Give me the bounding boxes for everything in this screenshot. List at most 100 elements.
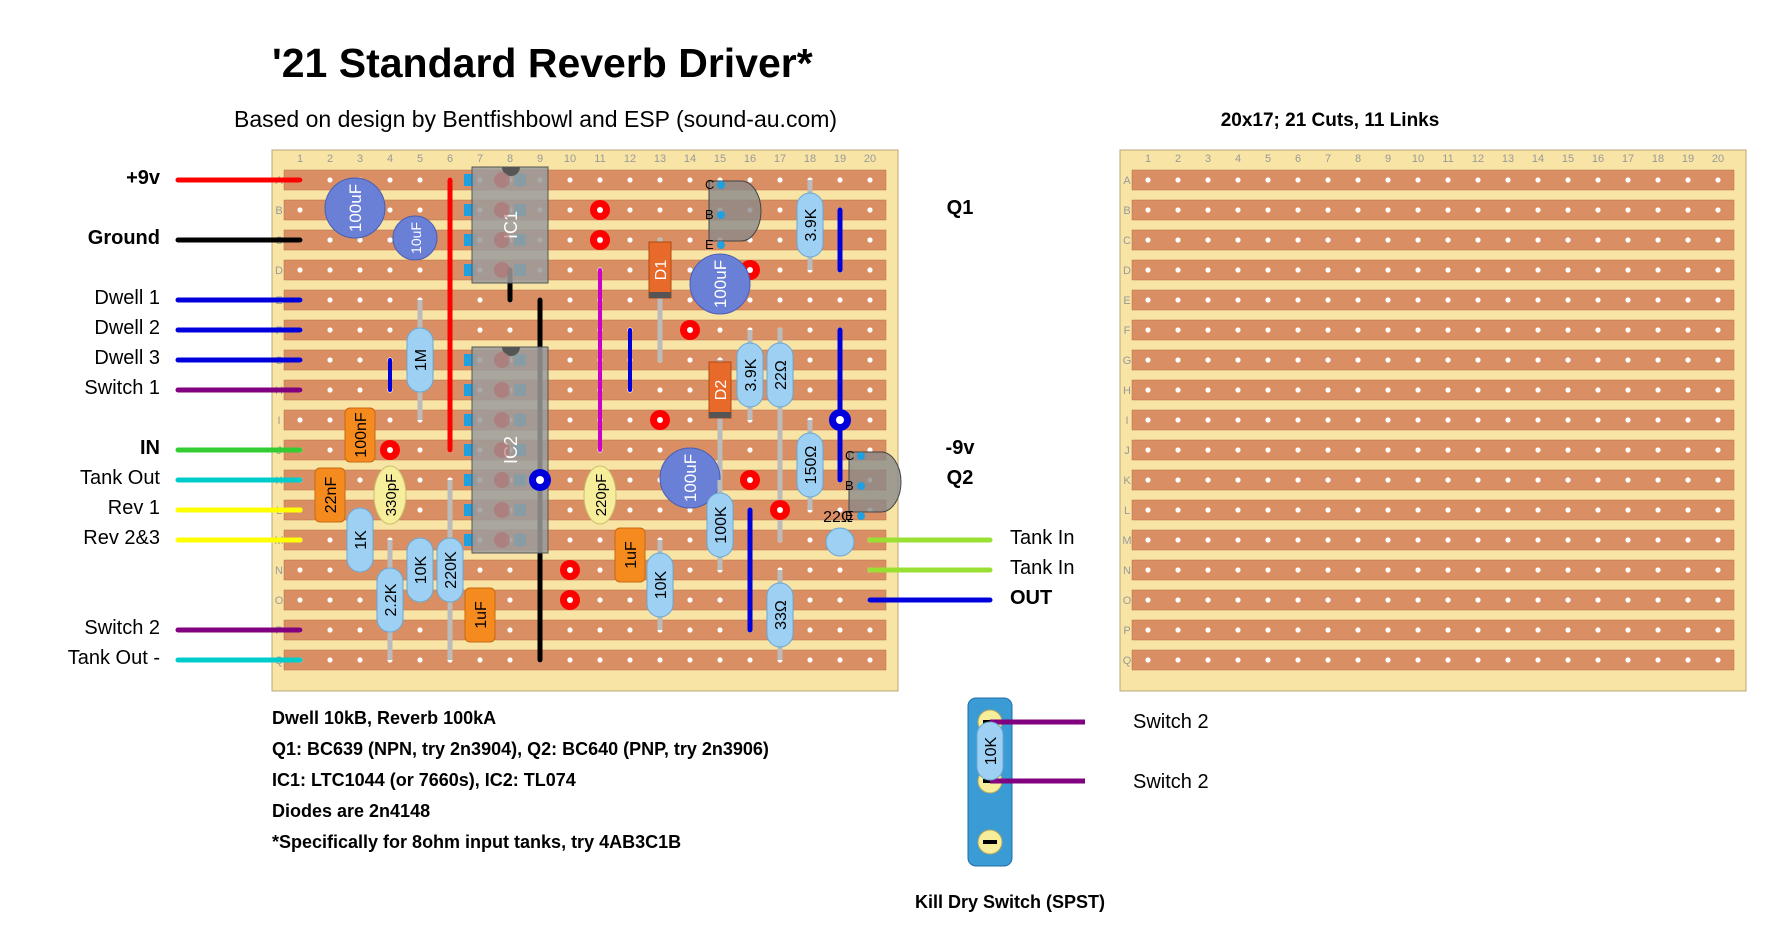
- cuts-col-label: 14: [1532, 153, 1544, 165]
- cuts-row-label: D: [1123, 265, 1131, 277]
- electrolytic-capacitor: [392, 215, 438, 261]
- resistor-value: 22Ω: [823, 509, 853, 526]
- layout-hole: [567, 627, 573, 633]
- layout-hole: [807, 387, 813, 393]
- cuts-hole: [1205, 267, 1211, 273]
- cuts-copper-strip: [1131, 529, 1735, 551]
- cuts-hole: [1445, 327, 1451, 333]
- cuts-hole: [1175, 597, 1181, 603]
- cuts-hole: [1325, 537, 1331, 543]
- cuts-hole: [1265, 387, 1271, 393]
- cuts-hole: [1235, 327, 1241, 333]
- cuts-hole: [1445, 267, 1451, 273]
- layout-hole: [597, 657, 603, 663]
- capacitor-value: 100uF: [681, 454, 700, 502]
- cuts-hole: [1325, 417, 1331, 423]
- resistor-value: 10K: [653, 570, 670, 599]
- cuts-hole: [1715, 237, 1721, 243]
- cuts-hole: [1625, 417, 1631, 423]
- cuts-hole: [1625, 327, 1631, 333]
- cuts-row-label: O: [1123, 595, 1132, 607]
- left-wire-label: Switch 2: [84, 617, 160, 639]
- cuts-hole: [1565, 477, 1571, 483]
- cuts-hole: [1445, 177, 1451, 183]
- cuts-hole: [1535, 297, 1541, 303]
- layout-hole: [597, 567, 603, 573]
- cuts-copper-strip: [1131, 469, 1735, 491]
- cuts-hole: [1655, 627, 1661, 633]
- diode-label: D1: [653, 260, 670, 281]
- cuts-hole: [1325, 177, 1331, 183]
- cuts-hole: [1535, 207, 1541, 213]
- layout-hole: [507, 327, 513, 333]
- cuts-hole: [1595, 237, 1601, 243]
- layout-hole: [687, 657, 693, 663]
- layout-copper-strip: [283, 409, 887, 431]
- cuts-row-label: A: [1123, 175, 1131, 187]
- layout-hole: [507, 567, 513, 573]
- cuts-hole: [1625, 567, 1631, 573]
- cuts-hole: [1445, 507, 1451, 513]
- cuts-hole: [1595, 207, 1601, 213]
- layout-hole: [657, 207, 663, 213]
- cuts-hole: [1655, 417, 1661, 423]
- cuts-row-label: H: [1123, 385, 1131, 397]
- transistor-pin: [717, 211, 725, 219]
- cuts-col-label: 3: [1205, 153, 1211, 165]
- cuts-hole: [1295, 327, 1301, 333]
- layout-hole: [417, 627, 423, 633]
- cuts-hole: [1475, 177, 1481, 183]
- resistor-value: 33Ω: [773, 600, 790, 630]
- cuts-row-label: C: [1123, 235, 1131, 247]
- layout-col-label: 13: [654, 153, 666, 165]
- cuts-hole: [1175, 447, 1181, 453]
- resistor: [376, 567, 404, 633]
- cuts-hole: [1565, 627, 1571, 633]
- switch-lug-slot: [983, 840, 997, 844]
- transistor-pin: [717, 181, 725, 189]
- layout-hole: [297, 567, 303, 573]
- cuts-hole: [1325, 387, 1331, 393]
- transistor-pin: [857, 512, 865, 520]
- cuts-hole: [1385, 297, 1391, 303]
- transistor-pin-label: E: [845, 508, 854, 523]
- right-side-label: -9v: [945, 437, 975, 459]
- layout-hole: [747, 447, 753, 453]
- left-wire-label: Dwell 3: [94, 347, 160, 369]
- cuts-hole: [1265, 537, 1271, 543]
- cuts-copper-strip: [1131, 409, 1735, 431]
- layout-hole: [567, 207, 573, 213]
- resistor-value: 2.2K: [383, 583, 400, 616]
- layout-hole: [567, 297, 573, 303]
- cuts-hole: [1355, 297, 1361, 303]
- capacitor-value: 22nF: [323, 477, 340, 514]
- resistor: [736, 342, 764, 408]
- resistor: [825, 527, 855, 557]
- cuts-hole: [1685, 477, 1691, 483]
- cuts-hole: [1415, 357, 1421, 363]
- layout-hole: [867, 657, 873, 663]
- layout-hole: [747, 177, 753, 183]
- ic-pad: [494, 382, 510, 398]
- layout-hole: [717, 657, 723, 663]
- track-cut-hole: [597, 207, 603, 213]
- cuts-hole: [1265, 357, 1271, 363]
- transistor-pin-label: E: [705, 237, 714, 252]
- layout-hole: [687, 267, 693, 273]
- layout-hole: [417, 507, 423, 513]
- cuts-hole: [1235, 177, 1241, 183]
- cuts-hole: [1685, 237, 1691, 243]
- cuts-hole: [1385, 447, 1391, 453]
- cuts-hole: [1265, 207, 1271, 213]
- cuts-hole: [1175, 567, 1181, 573]
- left-wire-label: Tank Out -: [67, 647, 160, 669]
- cuts-hole: [1655, 237, 1661, 243]
- cuts-hole: [1715, 597, 1721, 603]
- cuts-hole: [1415, 417, 1421, 423]
- layout-col-label: 16: [744, 153, 756, 165]
- cuts-row-label: Q: [1123, 655, 1132, 667]
- kill-dry-switch-label: Kill Dry Switch (SPST): [914, 892, 1106, 912]
- cuts-hole: [1295, 537, 1301, 543]
- cuts-hole: [1595, 387, 1601, 393]
- layout-hole: [867, 237, 873, 243]
